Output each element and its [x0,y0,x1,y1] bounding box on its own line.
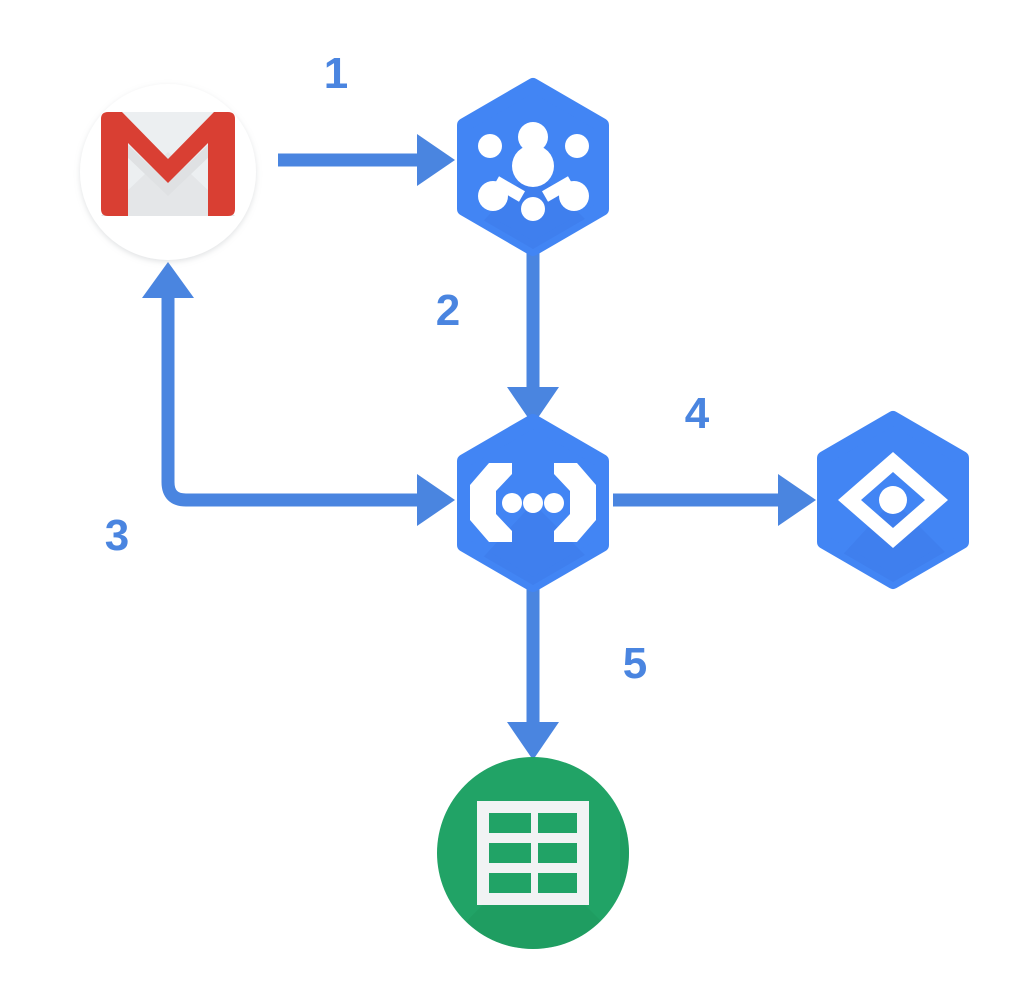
pubsub-stem-lower-right [542,176,574,202]
functions-dot-2 [523,493,543,513]
sheets-cell-r2c2 [538,843,577,863]
functions-dot-3 [544,493,564,513]
pubsub-node-upper-left [478,134,502,158]
edge-3-arrowhead-up [142,262,194,298]
pubsub-stem-lower-left [493,176,525,202]
pubsub-node-top [518,122,548,152]
gmail-red-m [101,112,235,216]
sheets-grid-cells [489,813,577,893]
edge-1-gmail-to-pubsub: 1 [278,49,455,186]
pubsub-center-node [512,145,554,187]
pubsub-node-upper-right [565,134,589,158]
edge-1-arrowhead [417,134,455,186]
edge-4-functions-to-vision: 4 [613,389,816,526]
sheets-cell-r3c1 [489,873,531,893]
edge-3-line [161,298,417,507]
vision-diamond-outline [838,452,948,548]
functions-dot-1 [502,493,522,513]
node-cloud-pubsub[interactable] [420,78,720,290]
edge-3-functions-to-gmail: 3 [105,262,455,560]
sheets-circle-shadow [437,776,629,949]
sheets-cell-r1c2 [538,813,577,833]
node-cloud-functions[interactable] [420,414,720,626]
edge-1-label: 1 [324,49,348,98]
edge-4-arrowhead [778,474,816,526]
pubsub-node-bottom [521,197,545,221]
edge-3-label: 3 [105,511,129,560]
cloud-vision-icon [838,452,948,548]
functions-right-bracket [554,463,596,542]
edge-5-functions-to-sheets: 5 [507,588,647,760]
sheets-cell-r1c1 [489,813,531,833]
edge-5-arrowhead [507,722,559,760]
edge-4-label: 4 [685,389,710,438]
google-sheets-icon [477,801,589,905]
cloud-functions-icon [470,463,596,542]
functions-left-bracket [470,463,512,542]
edge-3-arrowhead-right [417,474,455,526]
edge-2-pubsub-to-functions: 2 [436,252,559,425]
pubsub-node-lower-left [478,181,508,211]
node-gmail[interactable] [80,84,256,260]
vision-pupil [879,486,907,514]
pubsub-node-lower-right [559,181,589,211]
gmail-icon [101,112,235,216]
node-cloud-vision[interactable] [780,411,1020,623]
sheets-cell-r2c1 [489,843,531,863]
edge-2-arrowhead [507,387,559,425]
edge-5-label: 5 [623,639,647,688]
node-google-sheets[interactable] [400,757,760,990]
edge-2-label: 2 [436,286,460,335]
sheets-cell-r3c2 [538,873,577,893]
pubsub-icon [478,122,589,221]
